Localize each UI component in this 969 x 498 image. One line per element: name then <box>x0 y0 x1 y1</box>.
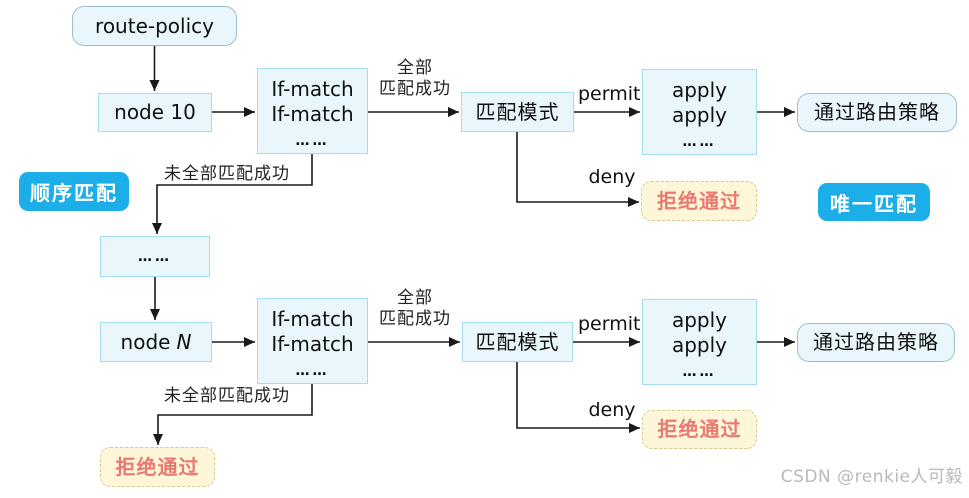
edge-label-not-all-matched-1: 未全部匹配成功 <box>164 164 290 184</box>
apply-line-2: apply <box>671 332 728 357</box>
edge-label-deny-2: deny <box>588 399 636 421</box>
badge-unique-match: 唯一匹配 <box>818 183 930 221</box>
edge-ifmatch-notall-1 <box>152 154 313 234</box>
node-n-variable: N <box>176 329 192 354</box>
apply-line-1: apply <box>671 77 728 102</box>
edge-label-permit-1: permit <box>578 83 641 105</box>
all-matched-line-2: 匹配成功 <box>379 309 451 329</box>
edge-label-not-all-matched-2: 未全部匹配成功 <box>164 386 290 406</box>
node-n-box: node N <box>100 322 212 362</box>
edge-label-permit-2: permit <box>578 313 641 335</box>
apply-line-1: apply <box>671 307 728 332</box>
reject-pass-box-1: 拒绝通过 <box>641 181 757 221</box>
if-match-line-1: If-match <box>271 306 354 331</box>
ellipsis-text: …… <box>682 363 717 380</box>
if-match-box-1: If-match If-match …… <box>257 68 368 154</box>
edge-matchmode-deny-1 <box>516 132 639 207</box>
badge-sequential-match: 顺序匹配 <box>19 172 129 211</box>
ellipsis-box: …… <box>100 236 210 277</box>
edge-matchmode-deny-2 <box>516 362 640 433</box>
ellipsis-text: …… <box>295 132 330 149</box>
pass-route-policy-box-2: 通过路由策略 <box>797 323 955 362</box>
if-match-line-2: If-match <box>271 101 354 126</box>
route-policy-box: route-policy <box>72 6 237 46</box>
ellipsis-text: …… <box>138 248 172 265</box>
all-matched-line-1: 全部 <box>397 288 433 308</box>
all-matched-line-2: 匹配成功 <box>379 79 451 99</box>
edge-label-all-matched-2: 全部 匹配成功 <box>370 288 460 330</box>
node-n-prefix: node <box>120 329 171 354</box>
apply-box-1: apply apply …… <box>642 69 757 155</box>
edge-label-deny-1: deny <box>588 166 636 188</box>
reject-pass-box-2: 拒绝通过 <box>642 410 757 449</box>
reject-pass-box-3: 拒绝通过 <box>100 447 215 487</box>
if-match-box-2: If-match If-match …… <box>257 298 368 384</box>
csdn-watermark: CSDN @renkie人可毅 <box>780 467 963 487</box>
if-match-line-1: If-match <box>271 76 354 101</box>
apply-line-2: apply <box>671 102 728 127</box>
match-mode-box-2: 匹配模式 <box>462 322 573 362</box>
edge-ifmatch-notall-2 <box>153 384 313 445</box>
match-mode-box-1: 匹配模式 <box>461 92 574 132</box>
edge-label-all-matched-1: 全部 匹配成功 <box>370 58 460 100</box>
pass-route-policy-box-1: 通过路由策略 <box>797 93 957 132</box>
all-matched-line-1: 全部 <box>397 58 433 78</box>
if-match-line-2: If-match <box>271 331 354 356</box>
ellipsis-text: …… <box>295 362 330 379</box>
apply-box-2: apply apply …… <box>642 299 757 385</box>
node-10-box: node 10 <box>98 93 212 132</box>
ellipsis-text: …… <box>682 133 717 150</box>
